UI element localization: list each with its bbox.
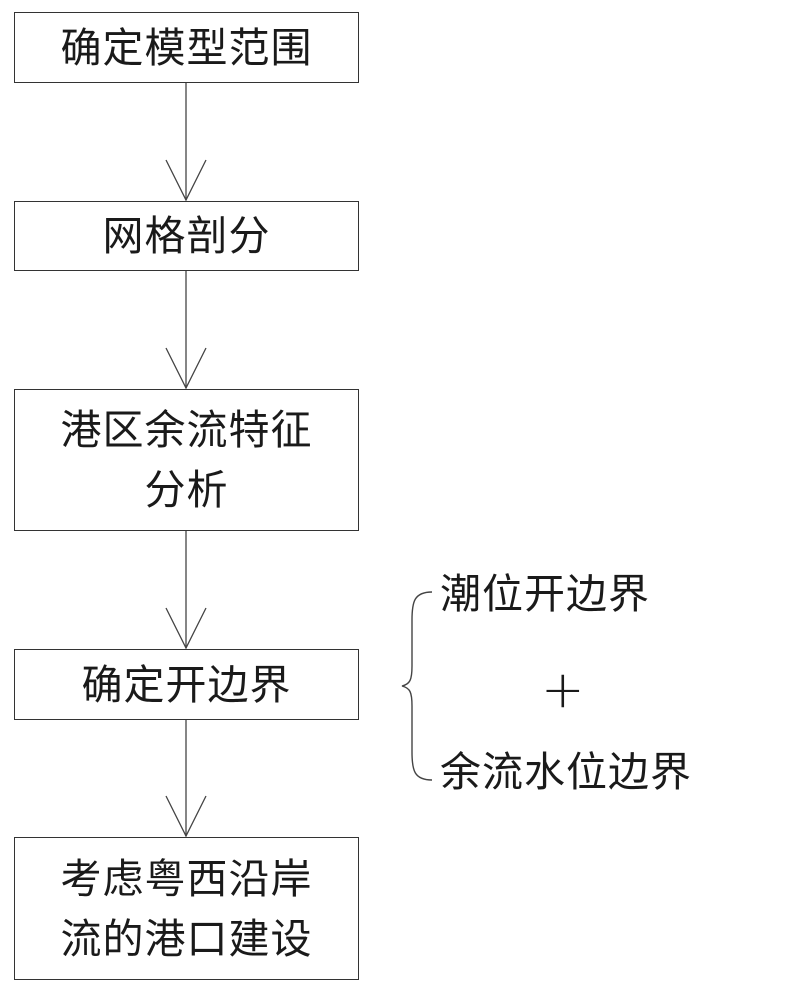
step-label-2: 网格剖分 [102, 212, 271, 260]
step-box-port-construction: 考虑粤西沿岸 流的港口建设 [14, 837, 359, 980]
step-label-1: 确定模型范围 [60, 23, 313, 72]
step-label-5: 考虑粤西沿岸 流的港口建设 [60, 854, 313, 963]
arrow-4 [165, 720, 207, 838]
step-box-residual-flow-analysis: 港区余流特征 分析 [14, 389, 359, 531]
arrow-3 [165, 531, 207, 650]
step-box-mesh-generation: 网格剖分 [14, 201, 359, 271]
step-box-define-model-range: 确定模型范围 [14, 12, 359, 83]
arrow-1 [165, 83, 207, 202]
step-label-4: 确定开边界 [81, 660, 292, 709]
step-label-3: 港区余流特征 分析 [60, 406, 313, 514]
curly-brace [401, 591, 433, 781]
tide-level-boundary-label: 潮位开边界 [440, 570, 650, 618]
step-box-define-open-boundary: 确定开边界 [14, 649, 359, 720]
plus-sign: + [541, 660, 586, 720]
residual-water-level-boundary-label: 余流水位边界 [440, 748, 692, 796]
arrow-2 [165, 271, 207, 390]
